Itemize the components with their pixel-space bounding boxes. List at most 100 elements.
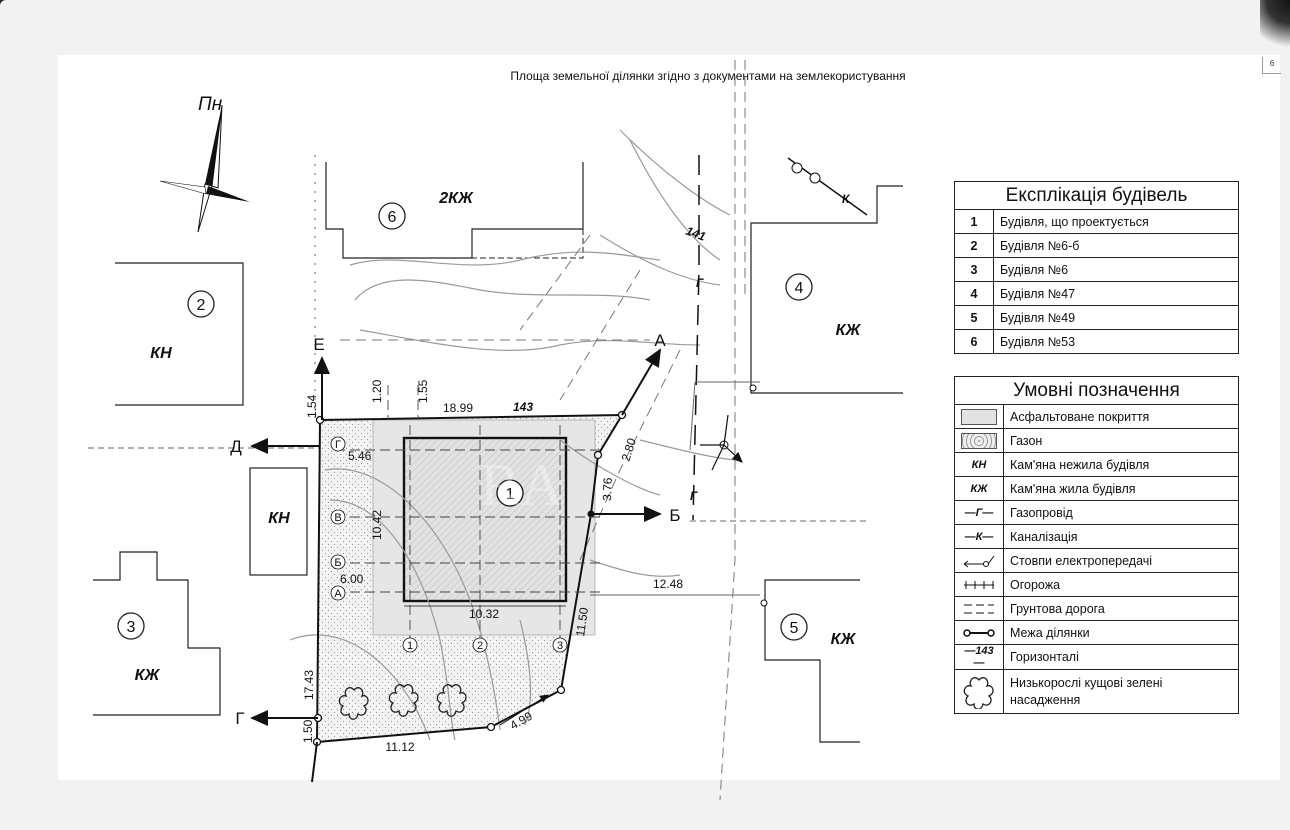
svg-text:Г: Г — [690, 489, 698, 503]
legend-title: Умовні позначення — [954, 376, 1239, 405]
axis-label-e: Е — [313, 335, 324, 354]
watermark: RA — [480, 452, 563, 518]
axis-label-a: А — [654, 331, 666, 350]
svg-text:3: 3 — [557, 640, 563, 652]
contour-label-141: 141 — [684, 224, 708, 244]
building-5-type: КЖ — [831, 631, 857, 648]
legend-row: Огорожа — [954, 572, 1239, 597]
north-arrow-icon — [159, 104, 250, 233]
svg-text:В: В — [334, 512, 341, 524]
svg-text:5.46: 5.46 — [348, 449, 372, 463]
power-pole-icon — [700, 384, 768, 607]
svg-text:5: 5 — [790, 620, 799, 637]
building-5-marker — [780, 613, 808, 641]
dirt-road-icon — [964, 604, 994, 613]
axis-label-d: Д — [230, 437, 242, 456]
svg-text:143: 143 — [513, 400, 533, 414]
svg-text:11.12: 11.12 — [385, 740, 414, 754]
svg-text:Г: Г — [335, 439, 341, 451]
gas-pipe-line: Г Г — [690, 155, 704, 521]
svg-text:1.50: 1.50 — [301, 719, 315, 743]
axis-grid — [335, 385, 600, 640]
svg-text:17.43: 17.43 — [302, 670, 316, 700]
contour-lines — [289, 129, 741, 741]
building-2-outline — [115, 262, 244, 406]
svg-text:6: 6 — [388, 209, 397, 226]
dimension-labels: 18.99 143 1.20 1.55 1.54 2.80 3.76 5.46 … — [301, 379, 683, 754]
svg-text:18.99: 18.99 — [443, 401, 473, 415]
svg-text:Г: Г — [696, 276, 704, 290]
legend-table: Умовні позначення Асфальтоване покриття … — [954, 376, 1239, 714]
legend-row: Межа ділянки — [954, 620, 1239, 645]
legend-row: Грунтова дорога — [954, 596, 1239, 621]
building-4-type: КЖ — [836, 322, 862, 339]
svg-text:КН: КН — [268, 510, 290, 527]
grid-row-markers: Г В Б А — [330, 436, 346, 601]
legend-row: —143—Горизонталі — [954, 644, 1239, 670]
building-6-type: 2КЖ — [438, 190, 474, 207]
legend-row: Газон — [954, 428, 1239, 453]
building-4-marker — [785, 273, 813, 301]
building-6-outline — [325, 162, 583, 259]
svg-text:2: 2 — [197, 297, 206, 314]
grid-column-markers: 1 2 3 — [402, 637, 568, 653]
axis-arrows — [250, 348, 662, 783]
axis-label-g: Г — [235, 709, 244, 728]
sewer-line: К — [787, 157, 868, 216]
building-4-outline — [750, 185, 903, 394]
plan-title: Площа земельної ділянки згідно з докумен… — [510, 69, 905, 83]
building-1-footprint — [402, 436, 568, 603]
kn-outbuilding — [249, 467, 308, 576]
legend-row: Низькорослі кущові зелені насадження — [954, 669, 1239, 714]
svg-text:4: 4 — [795, 280, 804, 297]
boundary-points — [312, 410, 627, 747]
site-boundary — [315, 413, 624, 744]
svg-text:1.20: 1.20 — [370, 379, 384, 403]
shrub-icon — [963, 676, 994, 710]
north-label: Пн — [198, 94, 223, 115]
svg-text:К: К — [842, 192, 851, 206]
lawn-swatch — [961, 432, 997, 449]
boundary-icon — [963, 628, 995, 637]
svg-text:12.48: 12.48 — [653, 577, 683, 591]
fence-icon — [964, 580, 994, 589]
svg-text:1.55: 1.55 — [416, 379, 430, 403]
axis-label-b: Б — [669, 506, 680, 525]
building-3-marker — [117, 612, 145, 640]
svg-text:6.00: 6.00 — [340, 572, 364, 586]
svg-text:11.50: 11.50 — [573, 606, 591, 637]
svg-text:Б: Б — [334, 557, 341, 569]
building-2-type: КН — [150, 345, 172, 362]
page-curl-shadow — [1260, 0, 1290, 60]
fence-lines — [88, 155, 870, 596]
building-3-type: КЖ — [135, 667, 161, 684]
svg-text:А: А — [334, 588, 342, 600]
dirt-road-lines — [340, 60, 746, 801]
power-pole-icon — [963, 555, 995, 567]
svg-text:2: 2 — [477, 640, 483, 652]
page-number: 6 — [1262, 57, 1281, 74]
svg-text:10.42: 10.42 — [370, 510, 384, 540]
explication-title: Експлікація будівель — [954, 181, 1239, 210]
svg-text:1.54: 1.54 — [305, 394, 319, 418]
asphalt-swatch — [961, 408, 997, 425]
building-3-outline — [93, 551, 221, 716]
building-2-marker — [187, 290, 215, 318]
svg-text:2.80: 2.80 — [619, 436, 640, 463]
building-5-outline — [764, 579, 860, 743]
building-6-marker — [378, 202, 406, 230]
svg-text:10.32: 10.32 — [469, 607, 499, 621]
building-1-marker — [496, 479, 524, 507]
legend-row: Стовпи електропередачі — [954, 548, 1239, 573]
legend-row: Асфальтоване покриття — [954, 404, 1239, 429]
